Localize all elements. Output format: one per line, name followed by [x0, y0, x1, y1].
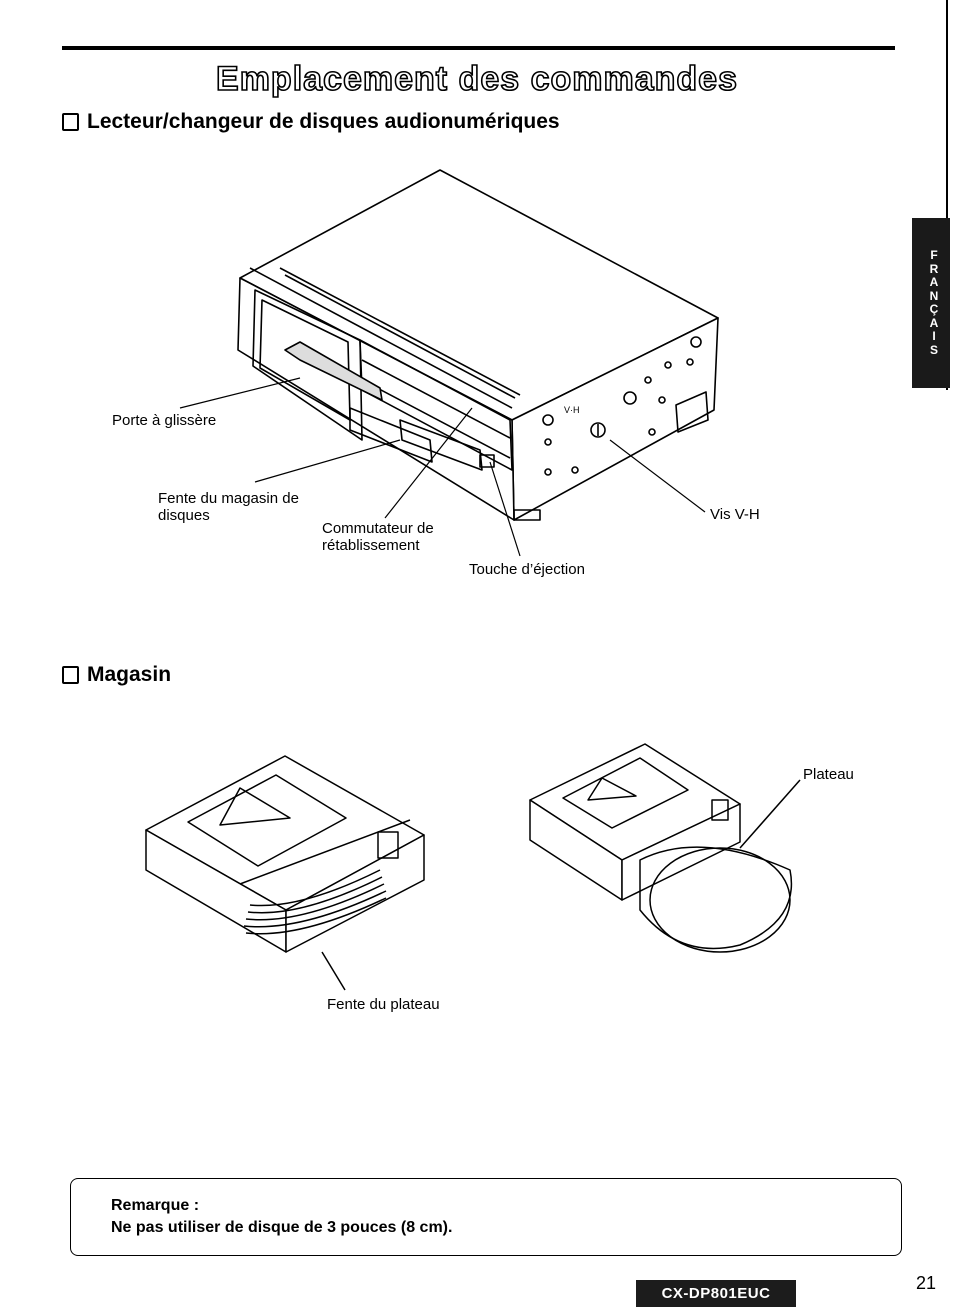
note-title: Remarque :: [111, 1197, 200, 1214]
right-margin-rule: [946, 0, 948, 390]
top-rule: [62, 46, 895, 50]
section-heading-player: Lecteur/changeur de disques audionumériq…: [62, 110, 560, 134]
label-fente-plateau: Fente du plateau: [327, 996, 440, 1013]
language-tab-letter: S: [929, 342, 938, 357]
label-porte-glissiere: Porte à glissère: [112, 412, 217, 429]
magazine-illustration: [145, 743, 801, 991]
label-plateau: Plateau: [803, 766, 854, 783]
label-touche-ejection: Touche d’éjection: [469, 561, 585, 578]
language-tab-letter: N: [929, 288, 939, 303]
square-bullet-icon: [62, 113, 79, 131]
label-fente-magasin-line2: disques: [158, 507, 210, 524]
model-badge: CX-DP801EUC: [636, 1280, 796, 1307]
label-vis-vh: Vis V-H: [710, 506, 760, 523]
language-tab: F R A N Ç A I S: [912, 218, 950, 388]
square-bullet-icon: [62, 666, 79, 684]
vh-marking: V·H: [564, 405, 580, 415]
page-title: Emplacement des commandes: [215, 59, 738, 99]
language-tab-letter: R: [929, 261, 939, 276]
language-tab-letter: I: [932, 329, 936, 343]
note-box: Remarque : Ne pas utiliser de disque de …: [70, 1178, 902, 1256]
page-number: 21: [916, 1273, 937, 1293]
section-heading-text: Magasin: [87, 663, 172, 686]
section-heading-text: Lecteur/changeur de disques audionumériq…: [87, 110, 560, 133]
label-fente-magasin-line1: Fente du magasin de: [158, 490, 299, 507]
language-tab-letter: A: [929, 315, 939, 330]
note-text: Ne pas utiliser de disque de 3 pouces (8…: [111, 1219, 453, 1236]
label-commutateur-line1: Commutateur de: [322, 520, 434, 537]
section-heading-magazine: Magasin: [62, 663, 171, 687]
label-commutateur-line2: rétablissement: [322, 537, 420, 554]
language-tab-letter: A: [929, 275, 939, 289]
cd-changer-illustration: [179, 169, 719, 557]
language-tab-letter: F: [930, 248, 938, 262]
language-tab-letter: Ç: [929, 302, 939, 316]
